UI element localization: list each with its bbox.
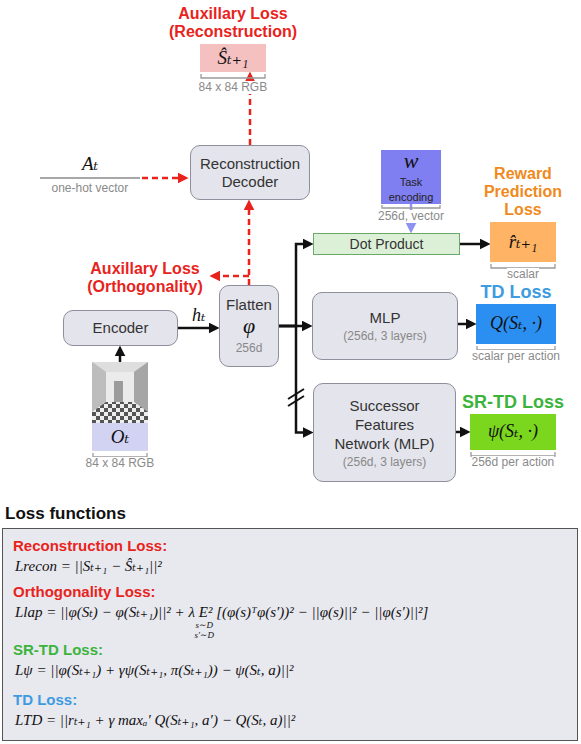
node-text: Oₜ xyxy=(111,427,129,448)
annotation-label: 256d, vector xyxy=(378,210,444,223)
process-box: Successor Features Network (MLP) (256d, 3… xyxy=(313,383,456,482)
node-text: Llap = ||φ(Sₜ) − φ(Sₜ₊₁)||² + λ E² [(φ(s… xyxy=(15,603,428,621)
left-wall xyxy=(92,362,106,412)
node-text: TD Loss: xyxy=(13,691,77,708)
node-text: Task encoding xyxy=(381,175,441,205)
node-text: Encoder xyxy=(93,319,149,337)
size-bracket xyxy=(201,74,265,78)
image-frame xyxy=(92,362,148,423)
connector xyxy=(279,325,306,328)
stop-gradient-mark xyxy=(288,389,304,406)
connector xyxy=(460,243,484,246)
node-text: Lψ = ||φ(Sₜ₊₁) + γψ(Sₜ₊₁, π(Sₜ₊₁)) − ψ(S… xyxy=(15,661,294,679)
node-text: Auxillary Loss (Reconstruction) xyxy=(160,5,306,41)
node-text: MLP xyxy=(370,309,401,327)
node-text: Ŝₜ₊₁ xyxy=(218,48,249,69)
output-box: Auxillary Loss (Reconstruction)Ŝₜ₊₁ xyxy=(200,44,266,72)
annotation-label: 84 x 84 RGB xyxy=(199,81,268,94)
node-text: Flatten xyxy=(226,296,272,314)
loss-box: SR-TD Lossψ(Sₜ, ·) xyxy=(470,414,556,450)
loss-box: TD LossQ(Sₜ, ·) xyxy=(476,304,556,344)
observation-image xyxy=(92,362,148,423)
annotation-label: one-hot vector xyxy=(52,182,129,195)
stop-gradient-stroke xyxy=(288,396,304,406)
process-box: MLP (256d, 3 layers) xyxy=(312,292,458,360)
node-text: (256d, 3 layers) xyxy=(343,329,426,344)
edge-label: hₜ xyxy=(192,304,205,326)
node-text: φ xyxy=(243,314,255,338)
node-text: Dot Product xyxy=(350,235,424,253)
right-wall xyxy=(134,362,148,412)
node-text: SR-TD Loss xyxy=(458,393,568,411)
connector xyxy=(279,244,307,326)
annotation-label: 84 x 84 RGB xyxy=(86,457,155,470)
door xyxy=(114,381,123,402)
node-text: Q(Sₜ, ·) xyxy=(490,314,542,334)
node-text: w xyxy=(404,149,419,173)
node-text: 256d xyxy=(236,341,263,356)
process-box: Flattenφ 256d xyxy=(219,285,279,367)
node-text: Reward Prediction Loss xyxy=(475,165,571,219)
node-text: Orthogonality Loss: xyxy=(13,583,156,600)
annotation-label: scalar per action xyxy=(472,350,560,363)
process-box: Reconstruction Decoder xyxy=(190,145,310,200)
dashed-arrow xyxy=(142,177,182,180)
annotation-label: Auxillary Loss (Orthogonality) xyxy=(80,260,210,296)
annotation-label: Aₜ xyxy=(82,154,98,174)
node-text: ψ(Sₜ, ·) xyxy=(488,422,538,442)
connector xyxy=(119,352,122,423)
node-text: Loss functions xyxy=(5,504,126,524)
dashed-arrow xyxy=(216,275,249,278)
process-box: Encoder xyxy=(63,310,178,346)
connector xyxy=(178,327,213,330)
underline xyxy=(40,177,140,178)
size-bracket xyxy=(382,205,440,208)
node-text: Reconstruction Loss: xyxy=(13,537,167,554)
node-text: TD Loss xyxy=(464,283,568,301)
node-text: (256d, 3 layers) xyxy=(343,455,426,470)
node-text: s∼D s′∼D xyxy=(189,620,219,640)
node-text: Reconstruction Decoder xyxy=(194,155,306,191)
checker-floor xyxy=(92,402,148,423)
node-text: SR-TD Loss: xyxy=(13,641,103,658)
task-box: wTask encoding xyxy=(381,150,441,204)
node-text: Lrecon = ||Sₜ₊₁ − Ŝₜ₊₁||² xyxy=(15,557,162,575)
annotation-label: scalar xyxy=(507,268,539,281)
node-text: LTD = ||rₜ₊₁ + γ maxₐ′ Q(Sₜ₊₁, a′) − Q(S… xyxy=(15,711,295,729)
equation-panel: Loss functionsReconstruction Loss:Lrecon… xyxy=(2,528,578,741)
connector xyxy=(458,323,470,326)
connector xyxy=(248,206,251,285)
back-wall xyxy=(106,372,134,402)
operation-box: Dot Product xyxy=(313,233,460,255)
connector xyxy=(456,431,464,434)
connector xyxy=(279,326,307,433)
node-text: r̂ₜ₊₁ xyxy=(509,232,538,253)
loss-box: Reward Prediction Lossr̂ₜ₊₁ xyxy=(490,222,556,262)
stop-gradient-stroke xyxy=(288,389,304,399)
input-box: Oₜ xyxy=(92,423,148,451)
annotation-label: 256d per action xyxy=(472,456,555,469)
node-text: Successor Features Network (MLP) xyxy=(335,396,435,453)
ceiling xyxy=(92,362,148,372)
